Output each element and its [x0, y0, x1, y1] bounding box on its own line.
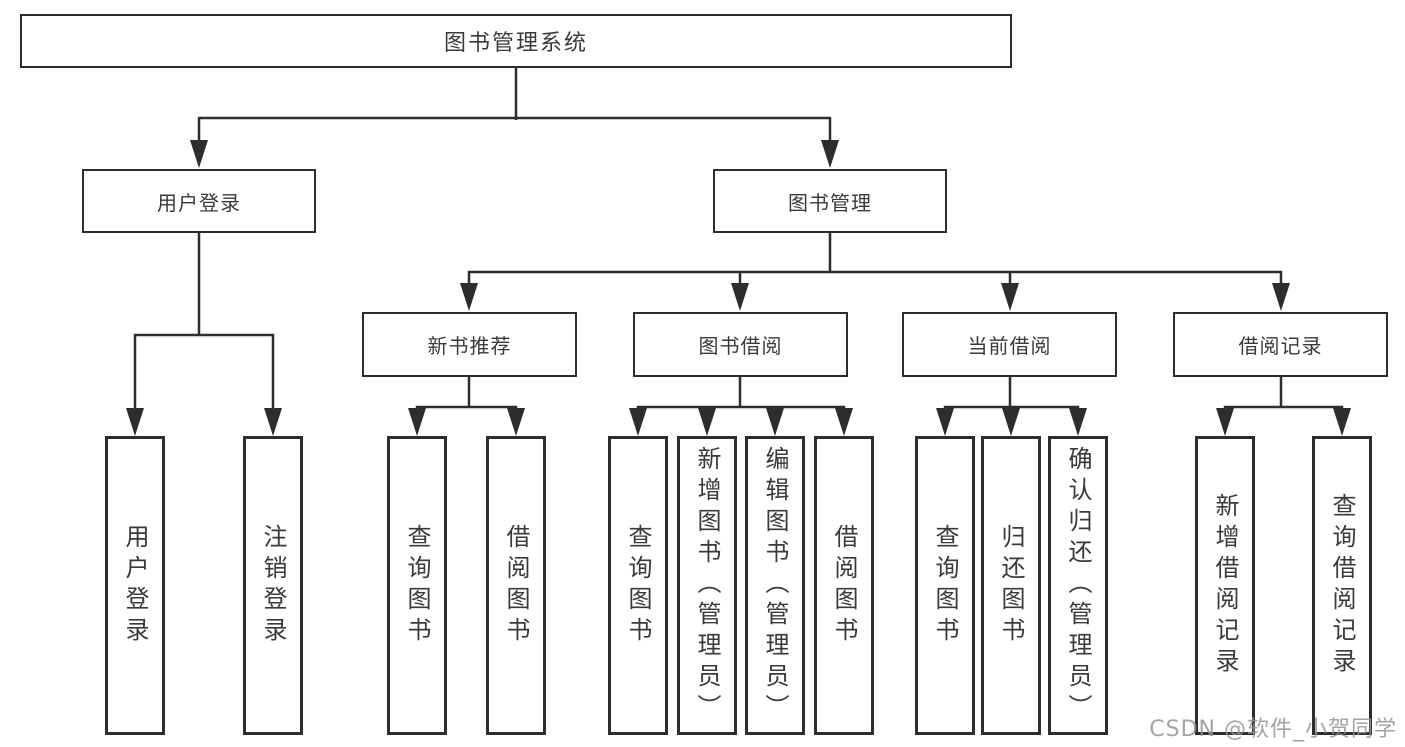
node-borrowing-records: 借阅记录	[1173, 312, 1388, 377]
leaf-query-borrow-record: 查询借阅记录	[1312, 436, 1372, 735]
node-book-borrowing-label: 图书借阅	[698, 334, 783, 358]
node-library-system-label: 图书管理系统	[443, 31, 588, 56]
leaf-query-books-current: 查询图书	[915, 436, 975, 735]
node-book-borrowing: 图书借阅	[633, 312, 848, 377]
node-new-book-recommendation: 新书推荐	[362, 312, 577, 377]
node-current-borrowing-label: 当前借阅	[967, 334, 1052, 358]
leaf-borrow-books-borrowing: 借阅图书	[814, 436, 874, 735]
leaf-add-borrow-record: 新增借阅记录	[1195, 436, 1255, 735]
leaf-user-login: 用户登录	[105, 436, 165, 735]
node-book-management: 图书管理	[713, 169, 947, 233]
node-current-borrowing: 当前借阅	[902, 312, 1117, 377]
leaf-query-books-recommend: 查询图书	[387, 436, 447, 735]
node-user-login: 用户登录	[82, 169, 316, 233]
node-borrowing-records-label: 借阅记录	[1238, 334, 1323, 358]
node-library-system: 图书管理系统	[20, 14, 1012, 68]
node-book-management-label: 图书管理	[788, 190, 872, 215]
leaf-return-books: 归还图书	[981, 436, 1041, 735]
leaf-logout: 注销登录	[243, 436, 303, 735]
leaf-borrow-books-recommend: 借阅图书	[486, 436, 546, 735]
leaf-edit-book-admin: 编辑图书（管理员）	[745, 436, 805, 735]
watermark: CSDN @软件_小贺同学	[1149, 717, 1397, 742]
leaf-query-books-borrowing: 查询图书	[608, 436, 668, 735]
leaf-confirm-return-admin: 确认归还（管理员）	[1048, 436, 1108, 735]
node-new-book-recommendation-label: 新书推荐	[427, 334, 512, 358]
arrowheads	[126, 140, 1351, 436]
leaf-add-book-admin: 新增图书（管理员）	[677, 436, 737, 735]
node-user-login-label: 用户登录	[157, 190, 241, 215]
